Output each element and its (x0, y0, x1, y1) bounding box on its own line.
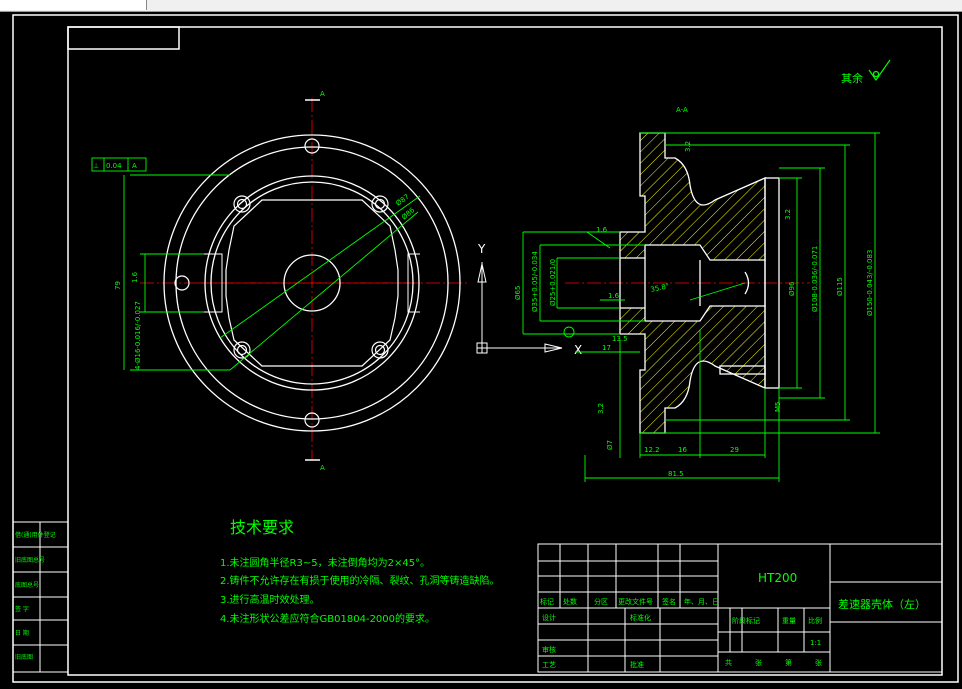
window-tab[interactable] (0, 0, 147, 10)
roughness-front: 1.6 (131, 271, 139, 283)
strip-label-4: 日 期 (15, 629, 29, 637)
ucs-axis-icon (476, 262, 563, 354)
dim-d25: Ø25+0.021/0 (549, 259, 557, 306)
roughness-mid: 3.2 (784, 209, 792, 220)
section-view-label: A-A (676, 106, 688, 114)
dim-d35: Ø35+0.05/-0.034 (531, 251, 539, 312)
cad-drawing-canvas[interactable]: 借(通)用件登记 旧底图总号 底图总号 签 字 日 期 旧底图 其余 (0, 11, 962, 689)
roughness-1-6-b: 1.6 (608, 292, 620, 300)
tech-item-4: 4.未注形状公差应符合GB01804-2000的要求。 (220, 612, 435, 625)
tb-review: 审核 (542, 645, 556, 654)
inner-bolt-holes (233, 195, 389, 359)
dim-d7: Ø7 (606, 440, 614, 450)
tech-item-1: 1.未注圆角半径R3~5，未注倒角均为2×45°。 (220, 556, 430, 569)
tb-header-1: 处数 (563, 597, 577, 606)
left-strip-table (12, 521, 69, 673)
tb-approve: 批准 (630, 660, 644, 669)
roughness-bottom: 3.2 (597, 403, 605, 414)
dim-81-5: 81.5 (668, 470, 684, 478)
tb-sheet-1: 张 (755, 658, 762, 667)
tb-design: 设计 (542, 613, 556, 622)
dim-79: 79 (114, 281, 122, 290)
dim-d115: Ø115 (836, 277, 844, 296)
dim-holes: 4-Ø16-0.016/-0.027 (134, 301, 142, 370)
tech-requirements: 技术要求 1.未注圆角半径R3~5，未注倒角均为2×45°。 2.铸件不允许存在… (220, 518, 500, 625)
strip-label-3: 签 字 (15, 605, 29, 613)
dim-17: 17 (602, 344, 611, 352)
tb-header-2: 分区 (594, 597, 608, 606)
outer-rings (163, 134, 461, 432)
tb-sheet-2: 第 (785, 658, 792, 667)
section-hatch-lower (619, 305, 766, 434)
inner-profile (225, 199, 399, 367)
outer-bolt-holes (174, 138, 320, 428)
side-lug-right (407, 253, 420, 313)
dim-12-2: 12.2 (644, 446, 660, 454)
dim-d87: Ø87 (394, 193, 410, 208)
section-mark-bottom: A (320, 464, 325, 472)
strip-label-1: 旧底图总号 (15, 556, 45, 564)
roughness-note-text: 其余 (841, 71, 863, 85)
tech-item-2: 2.铸件不允许存在有损于使用的冷隔、裂纹、孔洞等铸造缺陷。 (220, 574, 500, 587)
tb-header-0: 标记 (540, 597, 554, 606)
tb-scale: 1:1 (810, 639, 821, 647)
tb-header-3: 更改文件号 (618, 597, 653, 606)
strip-label-0: 借(通)用件登记 (15, 531, 56, 539)
geom-tol-datum: A (132, 162, 137, 170)
section-dim-lines (522, 132, 880, 482)
tb-sheet-3: 张 (815, 658, 822, 667)
roughness-top: 3.2 (684, 141, 692, 152)
tb-standard: 标准化 (630, 613, 651, 622)
dim-d150: Ø150-0.043/-0.083 (866, 250, 874, 316)
dim-29: 29 (730, 446, 739, 454)
roughness-1-6-a: 1.6 (596, 226, 608, 234)
dim-m5: M5 (774, 402, 782, 413)
tb-scale-label: 比例 (808, 616, 822, 625)
tb-header-5: 年、月、日 (684, 597, 719, 606)
dim-13-5: 13.5 (612, 335, 628, 343)
tb-material: HT200 (758, 571, 797, 585)
front-centerlines (140, 98, 470, 460)
axis-y-label: Y (477, 242, 486, 256)
title-block (537, 543, 943, 673)
tech-title: 技术要求 (230, 518, 294, 537)
geom-tol-symbol: ⊥ (93, 162, 99, 170)
tb-stage: 阶段标记 (732, 616, 760, 625)
dim-16: 16 (678, 446, 687, 454)
dim-angle: 35.8° (650, 282, 670, 294)
section-mark-top: A (320, 90, 325, 98)
drawing-frame (12, 14, 959, 683)
geom-tol-value: 0.04 (106, 162, 122, 170)
dim-d96: Ø96 (788, 281, 796, 296)
dim-d108: Ø108-0.036/-0.071 (811, 246, 819, 312)
tb-header-4: 签名 (662, 597, 676, 606)
front-view: A A ⊥ 0.04 A Ø87 Ø86 79 1.6 4-Ø16-0.016/… (91, 90, 470, 472)
dim-d65: Ø65 (514, 286, 522, 300)
roughness-note: 其余 (841, 59, 891, 85)
tb-sheet-0: 共 (725, 658, 732, 667)
section-view: A-A (514, 106, 880, 482)
axis-x-label: X (574, 343, 582, 357)
tb-process: 工艺 (542, 661, 556, 669)
strip-label-2: 底图总号 (15, 581, 39, 589)
front-dim-leaders (91, 157, 421, 371)
section-hatch-upper (619, 132, 766, 261)
roughness-symbol-icon (868, 59, 891, 82)
tb-weight: 重量 (782, 617, 796, 625)
strip-label-5: 旧底图 (15, 653, 33, 661)
section-cut-markers (305, 99, 320, 461)
section-right-flange (619, 177, 780, 389)
side-lug (204, 253, 223, 313)
tech-item-3: 3.进行高温时效处理。 (220, 593, 320, 606)
window-top-bar (0, 0, 962, 12)
tb-part-name: 差速器壳体（左） (838, 597, 926, 611)
